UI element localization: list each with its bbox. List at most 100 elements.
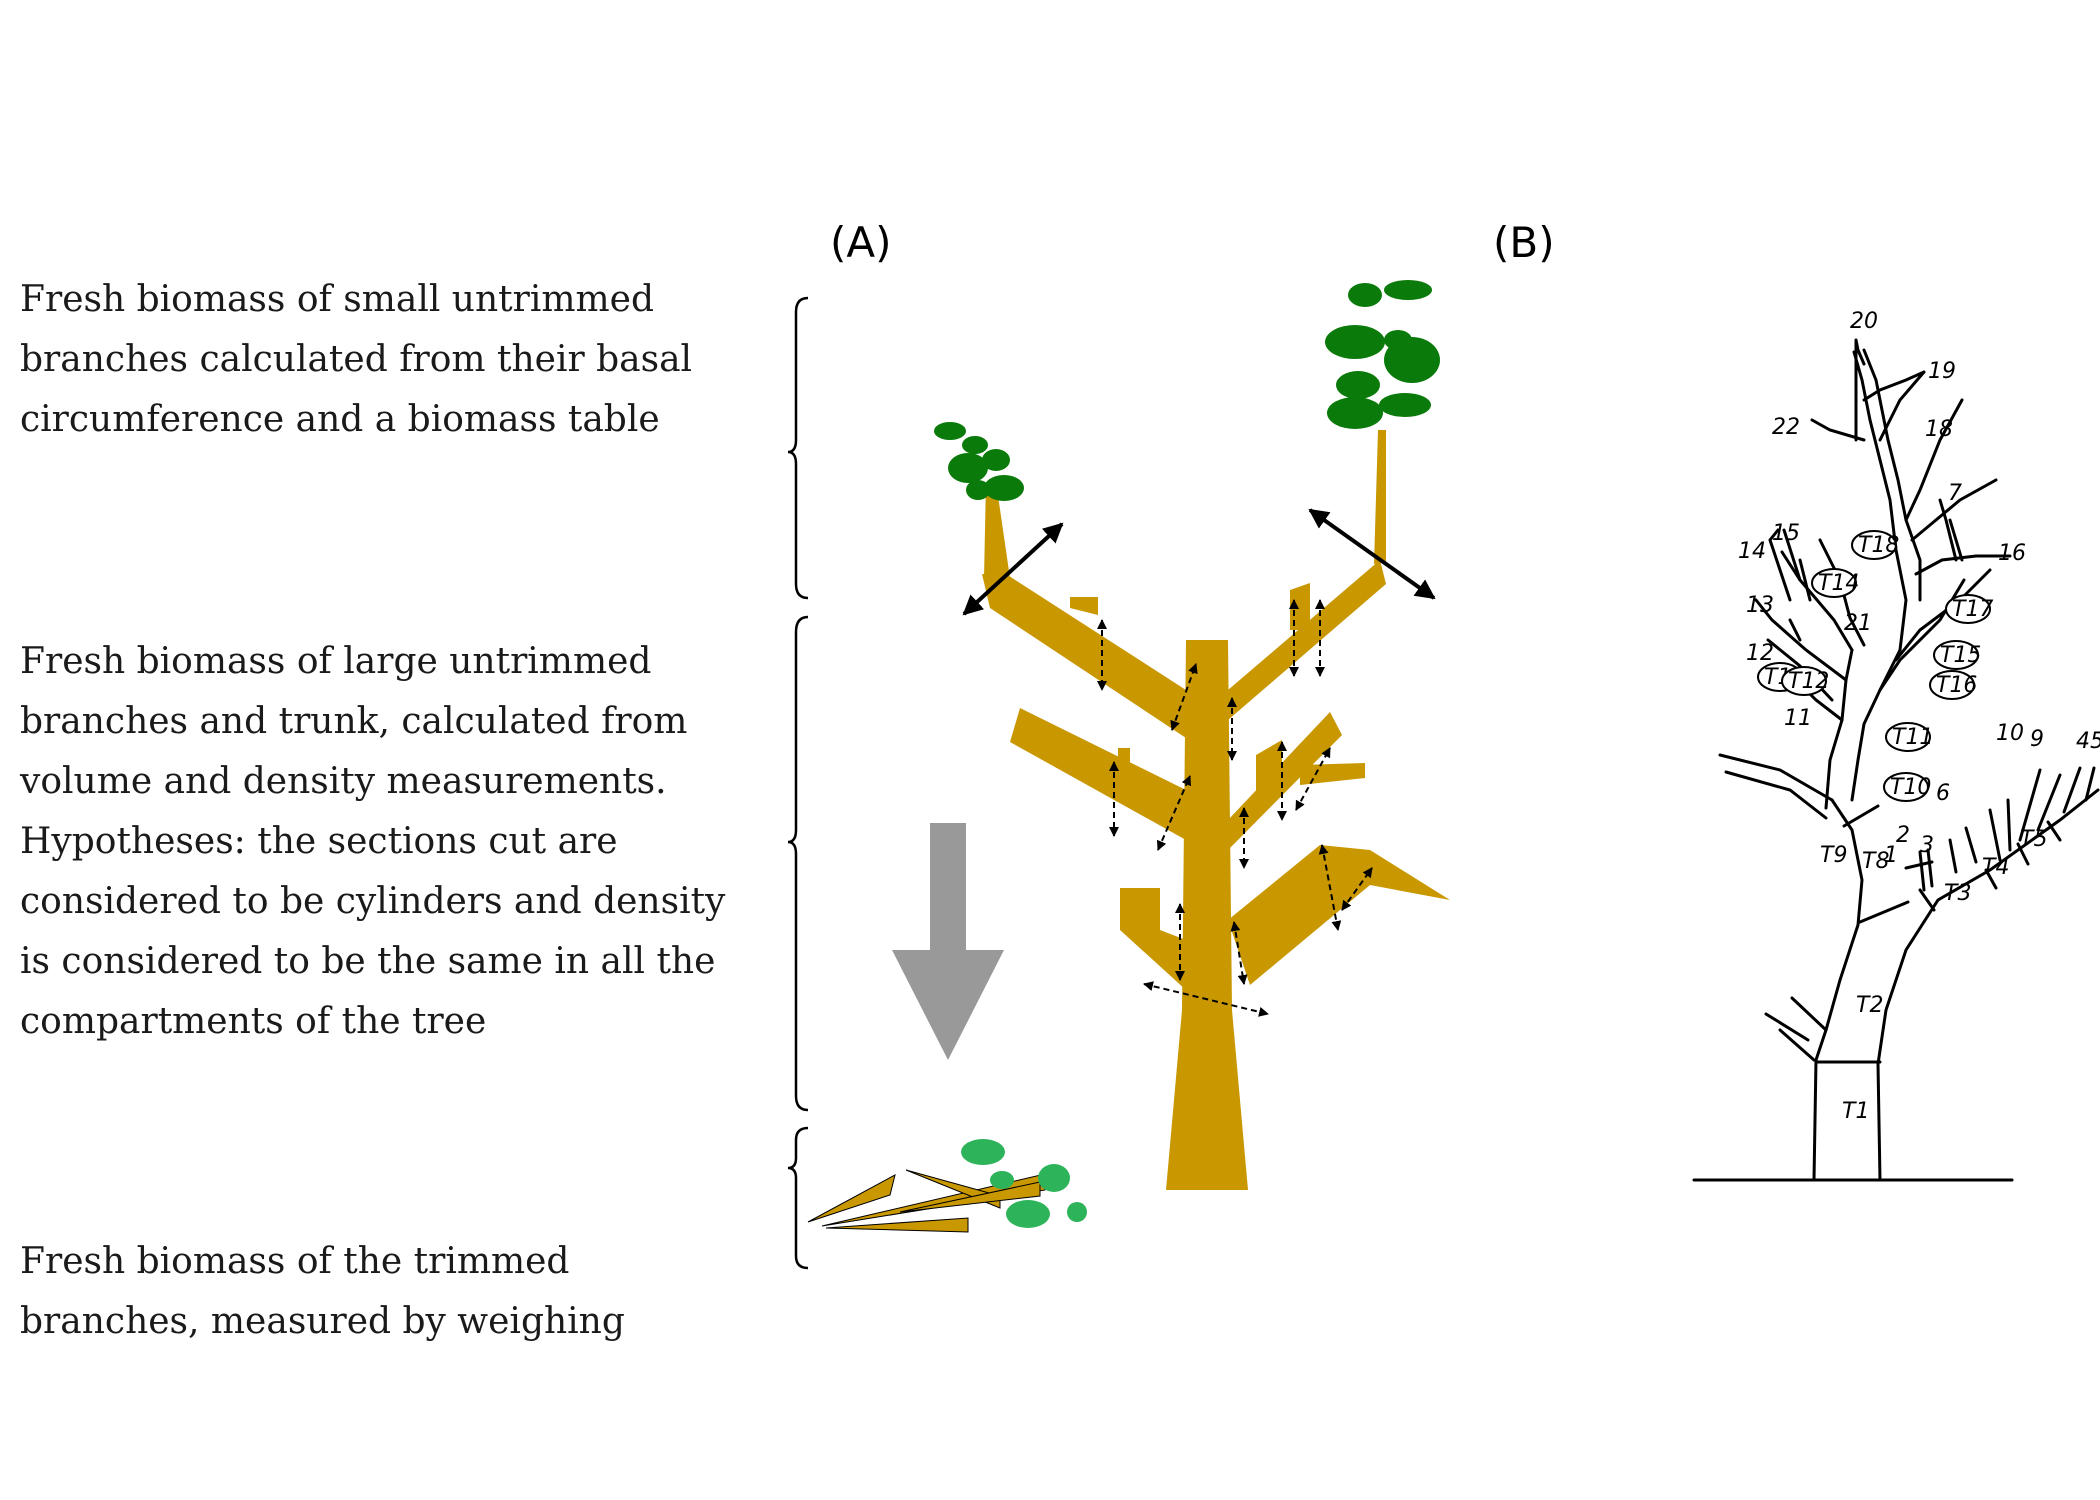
section-label-circle (1933, 640, 1979, 670)
section-label: T1 (1842, 1099, 1869, 1124)
description-line: compartments of the tree (20, 1001, 487, 1042)
trunk-outline-right (1876, 788, 2100, 1182)
branch-number-label: 1 (1884, 843, 1898, 868)
cut-leaf (961, 1139, 1005, 1165)
section-label: T9 (1820, 843, 1847, 868)
branch-number-label: 6 (1936, 781, 1950, 806)
description-line: branches and trunk, calculated from (20, 701, 688, 742)
branch-number-label: 10 (1996, 721, 2024, 746)
sketch-labels: 20192218716141513211211109456321T18T14T1… (1738, 309, 2100, 1124)
leaf (1384, 280, 1432, 300)
panel-label-a: (A) (830, 218, 892, 267)
section-label: T15 (1940, 643, 1981, 668)
upper-crown (1852, 348, 2012, 652)
small-branches-description: Fresh biomass of small untrimmed branche… (20, 270, 692, 450)
down-arrow-icon (892, 823, 1004, 1060)
section-label-circle (1883, 772, 1929, 802)
description-line: Hypotheses: the sections cut are (20, 821, 618, 862)
section-label-circle (1851, 530, 1897, 560)
branch-left-middle-stub (1118, 748, 1130, 790)
leaf (934, 422, 966, 440)
branch-number-label: 18 (1925, 417, 1953, 442)
leaf (1348, 283, 1382, 307)
branch-number-label: 14 (1738, 539, 1766, 564)
branch-number-label: 16 (1998, 541, 2026, 566)
leaf (1379, 393, 1431, 417)
branch-number-label: 11 (1784, 706, 1812, 731)
mid-branches (1780, 538, 1992, 692)
cut-branch (899, 1181, 1041, 1213)
branch-base-left (1764, 996, 1828, 1062)
branch-number-label: 20 (1850, 309, 1878, 334)
tree-illustration-a (982, 430, 1450, 1190)
tree-sketch-b (1692, 338, 2100, 1182)
section-label: T4 (1982, 855, 2009, 880)
leaf (1327, 397, 1383, 429)
branch-right-lower (1228, 845, 1450, 985)
section-label: T11 (1892, 725, 1933, 750)
branch-number-label: 2 (1896, 823, 1910, 848)
trimmed-branches-description: Fresh biomass of the trimmed branches, m… (20, 1232, 625, 1352)
branch-upper-left-stub (1070, 597, 1098, 615)
foliage (934, 280, 1440, 501)
leaf (982, 449, 1010, 471)
large-branches-description: Fresh biomass of large untrimmed branche… (20, 632, 725, 1052)
description-line: volume and density measurements. (20, 761, 667, 802)
section-label: T5 (2020, 827, 2047, 852)
right-side-shoots (1918, 766, 2096, 892)
leaf (966, 480, 990, 500)
double-arrow-icon (1295, 747, 1331, 811)
cut-branch (825, 1217, 969, 1233)
branch-number-label: 15 (1772, 521, 1800, 546)
leaf (1384, 337, 1440, 383)
branch-number-label: 4 (2076, 729, 2090, 754)
branch-number-label: 22 (1772, 415, 1800, 440)
double-arrow-icon (1318, 844, 1342, 931)
description-line: Fresh biomass of large untrimmed (20, 641, 652, 682)
cut-leaf (990, 1171, 1014, 1189)
circumference-arrows (962, 508, 1436, 616)
section-label: T16 (1936, 673, 1977, 698)
description-line: branches, measured by weighing (20, 1301, 625, 1342)
braces (787, 296, 809, 1270)
section-label: T14 (1818, 571, 1859, 596)
section-label-circle (1929, 670, 1975, 700)
branch-number-label: 7 (1948, 481, 1962, 506)
double-arrow-icon (1230, 921, 1248, 985)
branch-number-label: 9 (2030, 727, 2044, 752)
section-label: T17 (1952, 597, 1993, 622)
brace-small-branches (787, 296, 809, 600)
branch-right-middle-twig (1300, 763, 1365, 785)
cut-leaf (1006, 1200, 1050, 1228)
description-line: considered to be cylinders and density (20, 881, 726, 922)
leaf (984, 475, 1024, 501)
trunk-upper-outline (1718, 753, 1834, 820)
brace-large-branches (787, 615, 809, 1112)
crown-top-twigs (1810, 338, 1926, 442)
leaf (948, 453, 988, 483)
section-label: T10 (1890, 775, 1931, 800)
trunk-outline-left (1812, 798, 1864, 1182)
panel-label-b: (B) (1493, 218, 1555, 267)
double-arrow-icon (1170, 663, 1198, 731)
branch-left-middle (1010, 708, 1186, 840)
section-label: T2 (1856, 993, 1883, 1018)
crown-left-twigs (1768, 528, 1812, 642)
branch-number-label: 19 (1928, 359, 1956, 384)
description-line: Fresh biomass of the trimmed (20, 1241, 570, 1282)
section-label-circle (1781, 666, 1827, 696)
branch-right-middle-stub (1256, 740, 1282, 790)
cut-leaf (1038, 1164, 1070, 1192)
brace-trimmed-branches (787, 1126, 809, 1270)
branch-number-label: 21 (1844, 611, 1872, 636)
description-line: branches calculated from their basal (20, 339, 693, 380)
description-line: Fresh biomass of small untrimmed (20, 279, 654, 320)
section-label: T12 (1788, 669, 1829, 694)
double-arrow-icon (1341, 867, 1373, 911)
trimmed-pile (807, 1139, 1087, 1233)
branch-number-label: 12 (1746, 641, 1774, 666)
double-arrow-icon (962, 522, 1064, 616)
branch-number-label: 3 (1920, 833, 1934, 858)
trunk-section-lines (1814, 804, 1934, 1064)
